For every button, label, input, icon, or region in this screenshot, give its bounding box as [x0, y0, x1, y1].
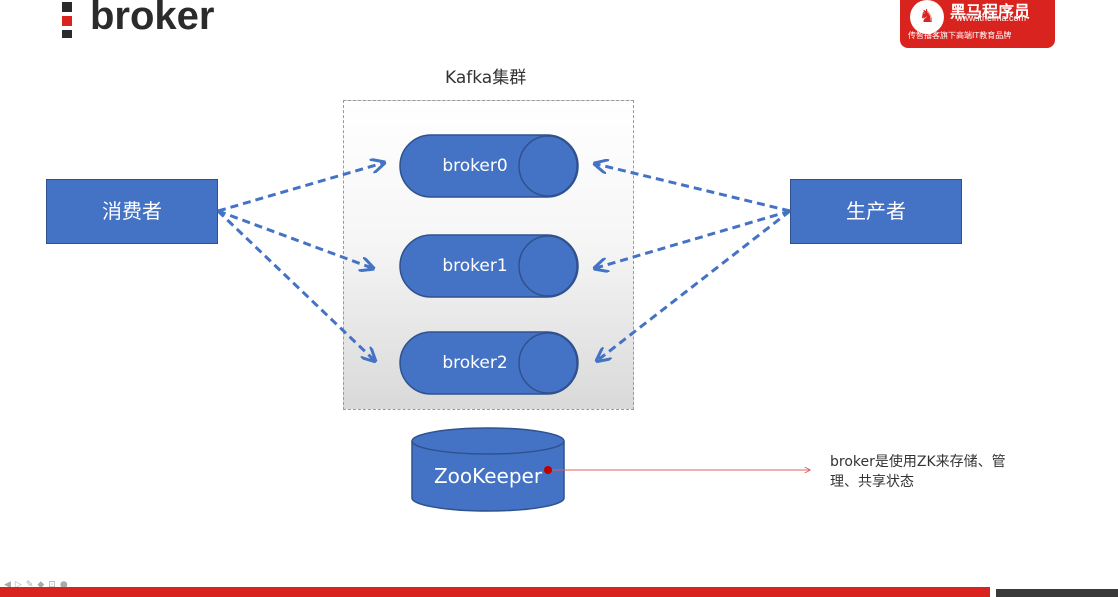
producer-box: 生产者 [790, 179, 962, 244]
broker1-label: broker1 [442, 256, 508, 276]
zookeeper-cylinder [411, 427, 565, 512]
producer-to-broker1-arrow [596, 209, 791, 268]
brand-logo: ♞ 黑马程序员 www.itheima.com 传智播客旗下高端IT教育品牌 [900, 0, 1055, 48]
zk-note-text: broker是使用ZK来存储、管理、共享状态 [830, 454, 1006, 490]
footer-red-bar [0, 587, 990, 597]
logo-slogan: 传智播客旗下高端IT教育品牌 [908, 31, 1012, 40]
presenter-toolbar[interactable]: ◀▷✎◆⊡● [4, 580, 72, 590]
slide-title: broker [90, 0, 215, 38]
broker1-shape [399, 234, 579, 298]
title-decoration [62, 2, 72, 42]
broker2-label: broker2 [442, 353, 508, 373]
cluster-label: Kafka集群 [445, 68, 527, 88]
logo-brand: 黑马程序员 [950, 2, 1031, 21]
producer-to-broker2-arrow [598, 209, 791, 360]
logo-horse-icon: ♞ [910, 0, 944, 34]
consumer-box: 消费者 [46, 179, 218, 244]
zookeeper-label: ZooKeeper [433, 464, 543, 488]
broker0-shape [399, 134, 579, 198]
broker2-shape [399, 331, 579, 395]
footer-dark-bar [996, 589, 1118, 597]
zk-note-dot [544, 466, 552, 474]
consumer-to-broker2-arrow [216, 209, 374, 360]
consumer-to-broker1-arrow [217, 209, 372, 268]
producer-to-broker0-arrow [596, 164, 791, 213]
broker0-label: broker0 [442, 156, 508, 176]
logo-url: www.itheima.com [956, 13, 1027, 23]
consumer-to-broker0-arrow [217, 163, 383, 213]
